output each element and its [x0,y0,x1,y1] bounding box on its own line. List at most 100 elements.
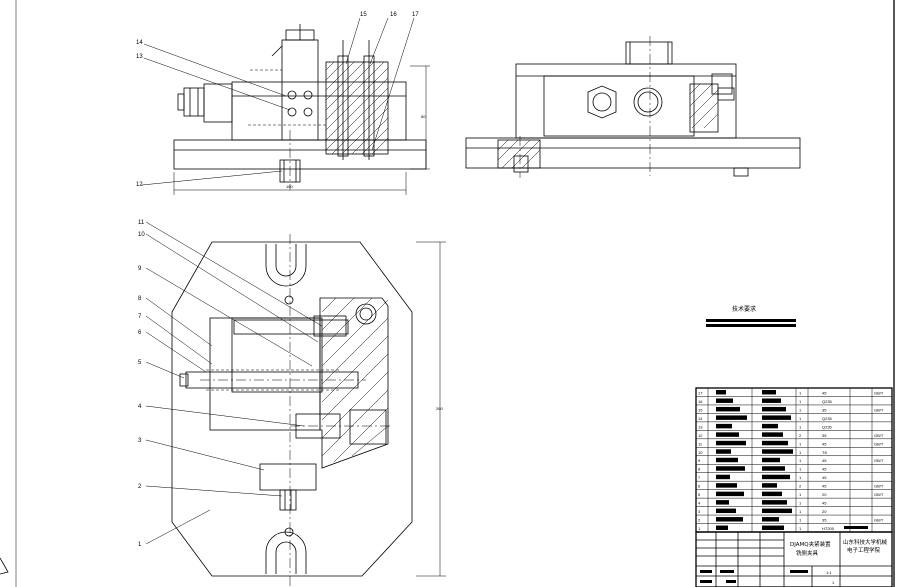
title-company-sub: 电子工程学院 [847,546,881,554]
bom-item-no: 9 [698,458,701,463]
bom-code-redacted [716,466,745,471]
bom-code-redacted [716,457,738,463]
bom-item-no: 4 [698,501,701,506]
title-block: DJAMQ夹紧装置 铣侧夹具 山东科技大学机械 电子工程学院 1:1 1 [695,526,893,587]
bom-qty: 1 [799,501,802,506]
bom-code-redacted [716,483,737,488]
svg-text:260: 260 [436,406,443,411]
bom-remark: GB/T [874,433,884,438]
bom-remark: GB/T [874,492,884,497]
bom-material: 45 [822,467,827,472]
bom-material: 45 [822,441,827,446]
bom-qty: 1 [799,390,802,395]
bom-code-redacted [716,517,743,522]
bom-item-no: 7 [698,475,701,480]
balloon-13: 13 [136,54,143,60]
bom-material: Q235 [822,416,833,421]
bom-code-redacted [716,500,729,505]
balloon-11: 11 [138,220,145,226]
bom-row: 1 1 HT200 [698,525,835,531]
bom-remark: GB/T [874,441,884,446]
bom-remark: GB/T [874,390,884,395]
balloon-10: 10 [138,232,145,238]
bom-qty: 1 [799,526,802,531]
bom-name-redacted [762,440,788,446]
bom-item-no: 6 [698,484,701,489]
bom-name-redacted [762,466,785,471]
bom-name-redacted [762,508,792,514]
tech-requirements-heading: 技术要求 [732,305,756,313]
bom-item-no: 8 [698,467,701,472]
bom-name-redacted [762,406,786,412]
balloon-12: 12 [136,182,143,188]
bom-remark: GB/T [874,518,884,523]
bom-name-redacted [762,423,778,429]
bom-qty: 1 [799,424,802,429]
bom-name-redacted [762,500,787,505]
bom-material: 20 [822,509,827,514]
svg-text:80: 80 [421,114,426,119]
title-part-sub: 铣侧夹具 [796,549,819,557]
bom-code-redacted [716,432,739,437]
title-scale: 1:1 [826,570,832,575]
front-view: 160 80 14 13 12 15 16 17 [136,12,430,195]
bom-remark: GB/T [874,484,884,489]
title-part-name: DJAMQ夹紧装置 [790,540,831,548]
bom-code-redacted [716,508,736,514]
bom-material: 45 [822,458,827,463]
bom-remark: GB/T [874,458,884,463]
balloon-16: 16 [390,12,397,18]
bom-qty: 1 [799,475,802,480]
bom-material: 45 [822,484,827,489]
bom-qty: 1 [799,416,802,421]
bom-item-no: 12 [698,433,703,438]
balloon-17: 17 [412,12,419,18]
bom-item-no: 13 [698,424,703,429]
bom-qty: 1 [799,450,802,455]
balloon-14: 14 [136,40,143,46]
bom-material: HT200 [822,526,835,531]
bom-material: 20 [822,492,827,497]
bom-item-no: 11 [698,441,703,446]
balloon-15: 15 [360,12,367,18]
bom-qty: 2 [799,484,802,489]
svg-text:160: 160 [286,184,293,189]
bom-qty: 1 [799,492,802,497]
bom-item-no: 5 [698,492,701,497]
bom-qty: 1 [799,441,802,446]
bom-material: Q235 [822,424,833,429]
title-company: 山东科技大学机械 [843,538,888,546]
bom-code-redacted [716,406,740,412]
bom-code-redacted [716,390,726,395]
bom-material: 35 [822,433,827,438]
bom-code-redacted [716,398,733,403]
balloon-7: 7 [138,314,142,320]
bom-code-redacted [716,440,746,446]
balloon-6: 6 [138,330,142,336]
tech-requirements: 技术要求 [706,305,796,327]
bom-item-no: 17 [698,390,703,395]
balloon-2: 2 [138,484,142,490]
corner-mark [0,557,9,575]
plan-hatch [321,297,389,463]
side-view [465,36,801,178]
bom-qty: 1 [799,509,802,514]
bom-item-no: 1 [698,526,701,531]
bom-code-redacted [716,423,732,429]
bom-material: T8 [822,450,827,455]
bom-code-redacted [716,474,730,480]
bom-code-redacted [716,491,744,497]
